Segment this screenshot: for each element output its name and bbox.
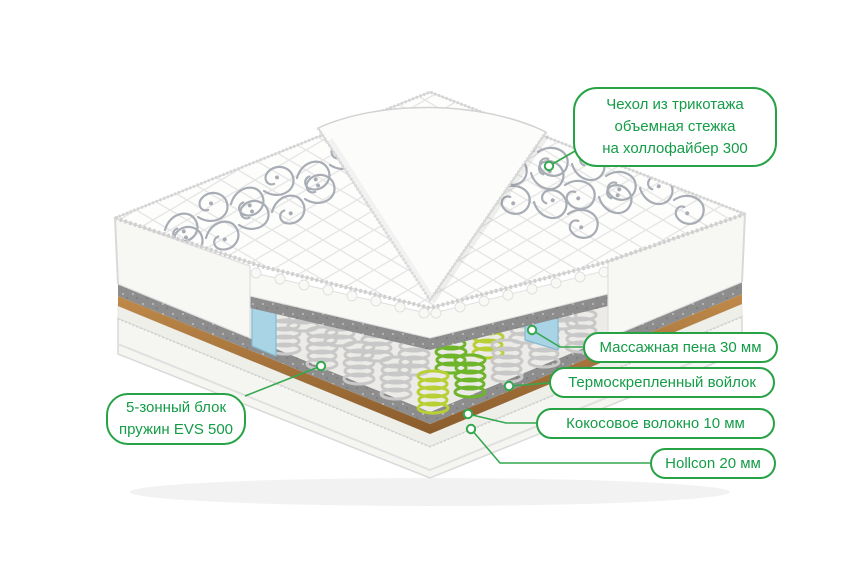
callout-springs-line: пружин EVS 500 — [118, 421, 234, 438]
callout-springs: 5-зонный блок пружин EVS 500 — [106, 393, 246, 445]
ground-shadow — [130, 478, 730, 506]
callout-cover-line: на холлофайбер 300 — [602, 139, 748, 157]
callout-coconut-line: Кокосовое волокно 10 мм — [566, 414, 745, 432]
callout-felt: Термоскрепленный войлок — [549, 367, 775, 398]
callout-hollcon: Hollcon 20 мм — [650, 448, 776, 479]
callout-cover-line: объемная стежка — [614, 118, 736, 136]
thermobonded-felt-top — [250, 294, 608, 350]
five-zone-spring-block — [250, 285, 608, 415]
cover-edge-piping — [114, 212, 746, 311]
callout-cover-line: Чехол из трикотажа — [606, 96, 744, 114]
callout-hollcon-line: Hollcon 20 мм — [665, 454, 761, 472]
callout-cover: Чехол из трикотажа объемная стежка на хо… — [573, 87, 777, 167]
folded-cover-corner — [316, 106, 550, 305]
callout-felt-line: Термоскрепленный войлок — [568, 373, 756, 391]
callout-coconut: Кокосовое волокно 10 мм — [536, 408, 775, 439]
leader-anchor-dots — [315, 160, 555, 435]
callout-massage-foam-line: Массажная пена 30 мм — [599, 338, 762, 356]
callout-massage-foam: Массажная пена 30 мм — [583, 332, 778, 363]
callout-springs-line: 5-зонный блок — [125, 399, 227, 417]
leader-lines — [244, 150, 650, 464]
